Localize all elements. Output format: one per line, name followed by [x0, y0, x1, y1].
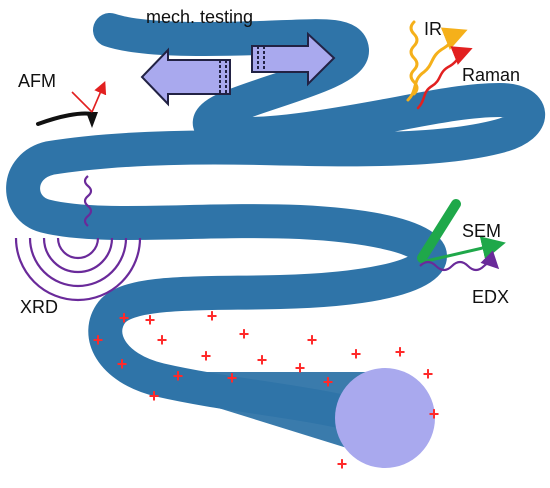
fiber-body — [6, 13, 546, 435]
ir-waves — [406, 20, 468, 102]
label-raman: Raman — [462, 65, 521, 85]
mech-testing-arrow-right — [251, 31, 336, 87]
label-edx: EDX — [472, 287, 510, 307]
label-ir: IR — [424, 19, 442, 39]
charge-plus-sign: + — [323, 372, 334, 392]
charge-plus-sign: + — [295, 358, 306, 378]
charge-plus-sign: + — [173, 366, 184, 386]
charge-plus-sign: + — [423, 364, 434, 384]
raman-wave — [416, 46, 473, 110]
charge-plus-sign: + — [257, 350, 268, 370]
fiber-cone — [170, 372, 392, 462]
sem-beam — [417, 199, 506, 264]
charge-plus-sign: + — [351, 344, 362, 364]
charge-plus-sign: + — [93, 330, 104, 350]
charge-plus-sign: + — [119, 308, 130, 328]
charge-plus-sign: + — [395, 342, 406, 362]
charge-plus-sign: + — [117, 354, 128, 374]
charge-plus-sign: + — [429, 404, 440, 424]
xrd-signal — [14, 175, 142, 302]
afm-probe — [36, 81, 107, 128]
label-afm: AFM — [18, 71, 56, 91]
surface-charges: ++++++++++++++++++++ — [93, 306, 440, 474]
fiber-end-circle — [335, 368, 435, 468]
charge-plus-sign: + — [307, 330, 318, 350]
mech-testing-arrow-left — [140, 47, 231, 107]
label-xrd: XRD — [20, 297, 59, 317]
charge-plus-sign: + — [207, 306, 218, 326]
charge-plus-sign: + — [201, 346, 212, 366]
charge-plus-sign: + — [145, 310, 156, 330]
charge-plus-sign: + — [157, 330, 168, 350]
charge-plus-sign: + — [337, 454, 348, 474]
charge-plus-sign: + — [227, 368, 238, 388]
label-sem: SEM — [462, 221, 502, 241]
label-mech-testing: mech. testing — [146, 7, 254, 27]
charge-plus-sign: + — [239, 324, 250, 344]
charge-plus-sign: + — [149, 386, 160, 406]
edx-wave — [419, 250, 500, 272]
